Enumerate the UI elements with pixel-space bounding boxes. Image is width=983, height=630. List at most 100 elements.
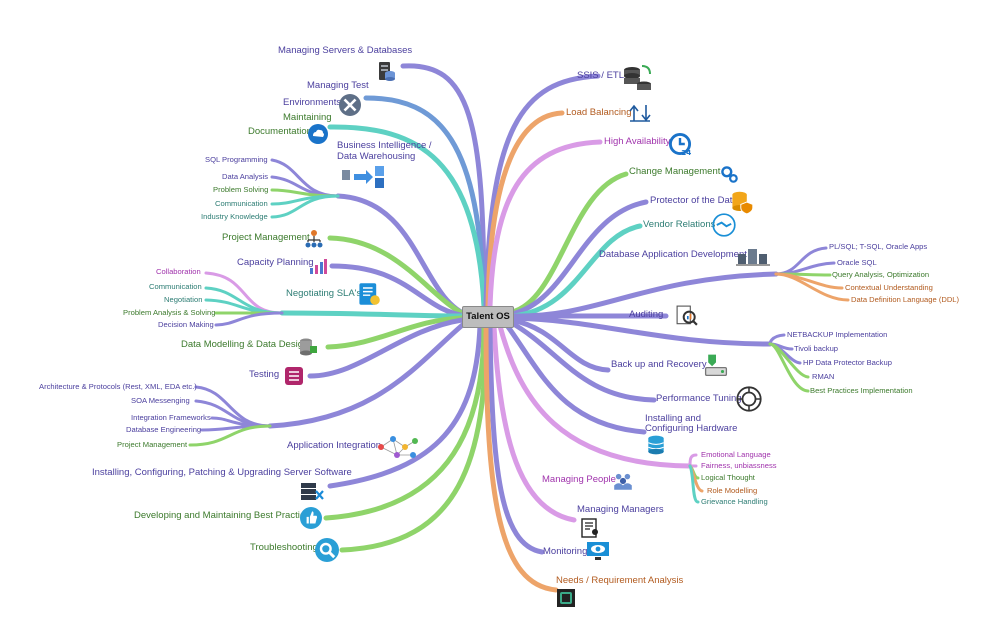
ai-child-soa-messaging[interactable]: SOA Messenging: [131, 396, 190, 405]
branch-installing-server: [327, 323, 483, 489]
topic-protector-of-data[interactable]: Protector of the Data: [650, 195, 738, 206]
topic-installing-hw-line2[interactable]: Configuring Hardware: [645, 423, 738, 434]
bi-child-communication[interactable]: Communication: [215, 199, 268, 208]
org-chart-icon: [304, 229, 324, 249]
branch-maintaining-doc: [327, 124, 487, 309]
branch-capacity: [329, 263, 469, 319]
branch-testing: [307, 317, 465, 379]
handshake-icon: [712, 213, 736, 237]
server-fix-icon: [300, 481, 324, 501]
topic-managing-test-line1[interactable]: Managing Test: [307, 80, 369, 91]
topic-troubleshooting[interactable]: Troubleshooting: [250, 542, 318, 553]
dad-child-contextual[interactable]: Contextual Understanding: [845, 283, 933, 292]
tuning-icon: [736, 386, 762, 412]
topic-bi-line1[interactable]: Business Intelligence /: [337, 140, 432, 151]
ai-child-integration-frameworks[interactable]: Integration Frameworks: [131, 413, 211, 422]
topic-installing-hw-line1[interactable]: Installing and: [645, 413, 701, 424]
bi-child-industry-knowledge[interactable]: Industry Knowledge: [201, 212, 268, 221]
br-child-hp-data-protector[interactable]: HP Data Protector Backup: [803, 358, 892, 367]
branch-sla: [279, 310, 465, 319]
dad-child-query-analysis[interactable]: Query Analysis, Optimization: [832, 270, 930, 279]
br-child-netbackup[interactable]: NETBACKUP Implementation: [787, 330, 888, 339]
ai-child-project-management[interactable]: Project Management: [117, 440, 188, 449]
magnifier-chart-icon: [676, 305, 698, 327]
topic-managing-people[interactable]: Managing People: [542, 474, 616, 485]
bi-child-data-analysis[interactable]: Data Analysis: [222, 172, 269, 181]
branch-best-practices: [323, 323, 487, 521]
topic-high-availability[interactable]: High Availability: [604, 136, 671, 147]
server-db-icon: [376, 61, 396, 81]
monitor-eye-icon: [586, 541, 610, 561]
mp-child-grievance-handling[interactable]: Grievance Handling: [701, 497, 768, 506]
backup-icon: [703, 352, 729, 378]
dad-child-plsql[interactable]: PL/SQL; T-SQL, Oracle Apps: [829, 242, 928, 251]
svg-text:24: 24: [681, 148, 691, 156]
bar-chart-icon: [308, 256, 328, 276]
branch-monitoring: [487, 323, 545, 555]
branch-managing-managers: [491, 323, 577, 523]
mp-child-logical-thought[interactable]: Logical Thought: [701, 473, 755, 482]
sla-child-problem-analysis[interactable]: Problem Analysis & Solving: [123, 308, 216, 317]
br-child-tivoli[interactable]: Tivoli backup: [794, 344, 839, 353]
load-balance-icon: [628, 103, 652, 123]
topic-change-management[interactable]: Change Management: [629, 166, 721, 177]
sla-child-negotiation[interactable]: Negotiation: [164, 295, 203, 304]
mp-child-fairness[interactable]: Fairness, unbiassness: [701, 461, 777, 470]
topic-project-management[interactable]: Project Management: [222, 232, 310, 243]
sla-child-communication[interactable]: Communication: [149, 282, 202, 291]
branch-backup-2: [509, 317, 611, 373]
mp-child-emotional-language[interactable]: Emotional Language: [701, 450, 771, 459]
topic-maintaining-line1[interactable]: Maintaining: [283, 112, 332, 123]
gear-cycle-icon: [718, 163, 740, 185]
sla-document-icon: [357, 282, 381, 306]
checklist-icon: [284, 366, 304, 386]
topic-performance-tuning[interactable]: Performance Tuning: [656, 393, 742, 404]
topic-installing-server-software[interactable]: Installing, Configuring, Patching & Upgr…: [92, 467, 352, 478]
central-topic[interactable]: Talent OS: [462, 306, 514, 328]
topic-db-app-development[interactable]: Database Application Development: [599, 249, 747, 260]
br-child-rman[interactable]: RMAN: [812, 372, 835, 381]
topic-managing-test-line2[interactable]: Environments: [283, 97, 342, 108]
sla-child-collaboration[interactable]: Collaboration: [156, 267, 201, 276]
topic-testing[interactable]: Testing: [249, 369, 280, 380]
topic-ssis-etl[interactable]: SSIS / ETL: [577, 70, 624, 81]
sla-child-decision-making[interactable]: Decision Making: [158, 320, 214, 329]
topic-application-integration[interactable]: Application Integration: [287, 440, 382, 451]
ai-child-database-engineering[interactable]: Database Engineering: [126, 425, 202, 434]
topic-monitoring[interactable]: Monitoring: [543, 546, 588, 557]
mp-child-role-modelling[interactable]: Role Modelling: [707, 486, 758, 495]
server-cluster-icon: [736, 246, 770, 266]
branch-high-availability: [487, 139, 603, 309]
branch-managing-people: [497, 323, 693, 469]
topic-backup-recovery[interactable]: Back up and Recovery: [611, 359, 707, 370]
branch-project-mgmt: [327, 235, 471, 319]
gear-wrench-icon: [315, 538, 339, 562]
topic-bi-line2[interactable]: Data Warehousing: [337, 151, 416, 162]
dad-child-ddl[interactable]: Data Definition Language (DDL): [851, 295, 960, 304]
shield-db-icon: [730, 190, 754, 214]
branch-data-model: [325, 315, 465, 350]
branch-vendor: [509, 223, 643, 319]
topic-managing-servers[interactable]: Managing Servers & Databases: [278, 45, 413, 56]
wrench-icon: [339, 94, 361, 116]
dad-child-oracle-sql[interactable]: Oracle SQL: [837, 258, 877, 267]
topic-load-balancing[interactable]: Load Balancing: [566, 107, 632, 118]
bi-child-sql-programming[interactable]: SQL Programming: [205, 155, 268, 164]
branch-app-integration: [267, 319, 469, 429]
topic-negotiating-slas[interactable]: Negotiating SLA's: [286, 288, 362, 299]
topic-data-modelling[interactable]: Data Modelling & Data Design: [181, 339, 309, 350]
ai-child-architecture[interactable]: Architecture & Protocols (Rest, XML, EDA…: [39, 382, 197, 391]
topic-managing-managers[interactable]: Managing Managers: [577, 504, 664, 515]
cpu-chip-icon: [556, 588, 576, 608]
people-icon: [612, 470, 634, 492]
topic-vendor-relations[interactable]: Vendor Relations: [643, 219, 716, 230]
br-child-best-practices[interactable]: Best Practices Implementation: [810, 386, 913, 395]
topic-best-practices[interactable]: Developing and Maintaining Best Practice…: [134, 510, 315, 521]
topic-needs-analysis[interactable]: Needs / Requirement Analysis: [556, 575, 684, 586]
topic-maintaining-line2[interactable]: Documentation: [248, 126, 312, 137]
bi-child-problem-solving[interactable]: Problem Solving: [213, 185, 269, 194]
db-stack-icon: [645, 434, 667, 456]
topic-capacity-planning[interactable]: Capacity Planning: [237, 257, 314, 268]
topic-auditing[interactable]: Auditing: [629, 309, 664, 320]
